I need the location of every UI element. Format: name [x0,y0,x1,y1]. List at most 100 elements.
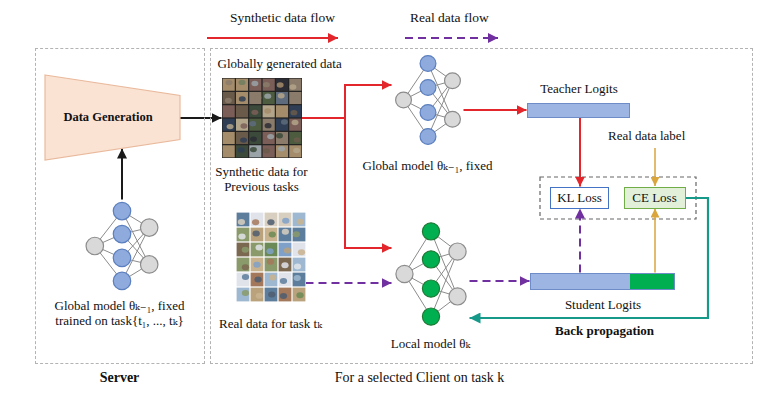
image-tile [236,272,249,286]
synthetic-image-grid: Globally generated dataSynthetic data fo… [222,78,302,158]
image-tile-detail [278,146,285,151]
teacher-logits-bar: Teacher Logits [527,103,630,118]
image-tile-detail [268,231,275,237]
network-neuron [422,222,439,239]
image-tile [236,212,249,226]
image-tile [222,105,234,117]
image-tile [236,227,249,241]
image-tile [278,242,291,256]
image-tile [292,257,305,271]
image-tile-detail [293,263,300,269]
image-tile-detail [297,249,304,255]
image-tile [264,227,277,241]
network-neuron [113,249,130,266]
network-neuron [113,272,130,289]
annotation-label: Real data label [608,128,685,144]
image-tile [264,242,277,256]
network-neuron [113,202,130,219]
image-tile [262,78,274,90]
image-tile-detail [249,121,256,126]
image-tile-detail [240,137,247,142]
image-tile [292,212,305,226]
image-tile [235,105,247,117]
flow-arrow [654,209,656,273]
flow-arrow [302,118,392,248]
image-tile-detail [251,219,258,225]
server-global-model: Global model θₖ₋₁, fixed trained on task… [82,200,162,292]
network-neuron [422,279,439,296]
image-tile [262,105,274,117]
text-holder: Synthetic data for Previous tasks [202,164,322,196]
image-tile-detail [283,247,290,253]
node-text: Globally generated data [218,56,342,72]
annotation-label: Back propagation [555,323,654,339]
image-tile-detail [238,79,245,84]
loss-group-outline [540,177,696,219]
image-tile-detail [237,147,244,152]
image-tile [275,145,287,157]
node-text: Data Generation [63,110,152,125]
image-tile [236,287,249,301]
node-text: KL Loss [557,190,602,206]
image-tile-detail [237,219,244,225]
image-tile [289,118,301,130]
real-image-grid: Real data for task tₖ [236,212,306,302]
trapezoid-outline [45,75,180,160]
image-tile-detail [254,95,261,100]
image-tile-detail [276,82,283,87]
image-tile-detail [224,110,231,115]
network-neuron [86,237,103,254]
image-tile-detail [296,218,303,224]
image-tile [275,118,287,130]
image-tile [249,105,261,117]
image-tile-detail [241,289,248,295]
image-tile [235,78,247,90]
image-tile [278,212,291,226]
image-grid-ground [222,78,302,158]
image-tile-detail [293,95,300,100]
image-tile-detail [290,109,297,114]
image-tile [235,91,247,103]
image-tile [264,257,277,271]
image-tile-detail [277,93,284,98]
image-tile-detail [241,264,248,270]
text-holder: CE Loss [625,188,685,208]
flow-arrow [121,149,123,200]
text-holder: Back propagation [555,323,654,339]
image-tile-detail [222,147,229,152]
kl-loss-box: KL Loss [550,187,609,209]
network-neuron [420,79,436,95]
image-tile-detail [293,274,300,280]
flow-arrow [302,85,392,118]
image-tile-detail [255,292,262,298]
network-neuron [395,92,411,108]
text-holder: Global model θₖ₋₁, fixed trained on task… [40,298,200,330]
image-tile [249,118,261,130]
node-text: CE Loss [632,190,676,206]
node-text: Real data for task tₖ [219,316,322,332]
network-neuron [444,72,460,88]
image-tile [235,131,247,143]
network-icon [392,218,470,330]
image-tile-detail [292,231,299,237]
image-tile-detail [262,81,269,86]
image-tile [278,257,291,271]
text-holder: Data Generation [45,75,180,160]
image-tile-detail [227,135,234,140]
image-tile-detail [264,108,271,113]
image-tile [250,287,263,301]
client-panel: For a selected Client on task kGlobally … [210,48,753,364]
image-tile [292,242,305,256]
node-text: Local model θₖ [391,336,471,352]
network-icon [82,200,162,292]
legend-text: Synthetic data flow [230,10,335,26]
image-tile-detail [281,228,288,234]
image-tile-detail [225,79,232,84]
image-tile [262,91,274,103]
student-logits-bar: Student Logits [530,273,675,290]
legend-text: Real data flow [410,10,489,26]
image-tile-detail [264,122,271,127]
image-tile [264,212,277,226]
image-tile [289,105,301,117]
